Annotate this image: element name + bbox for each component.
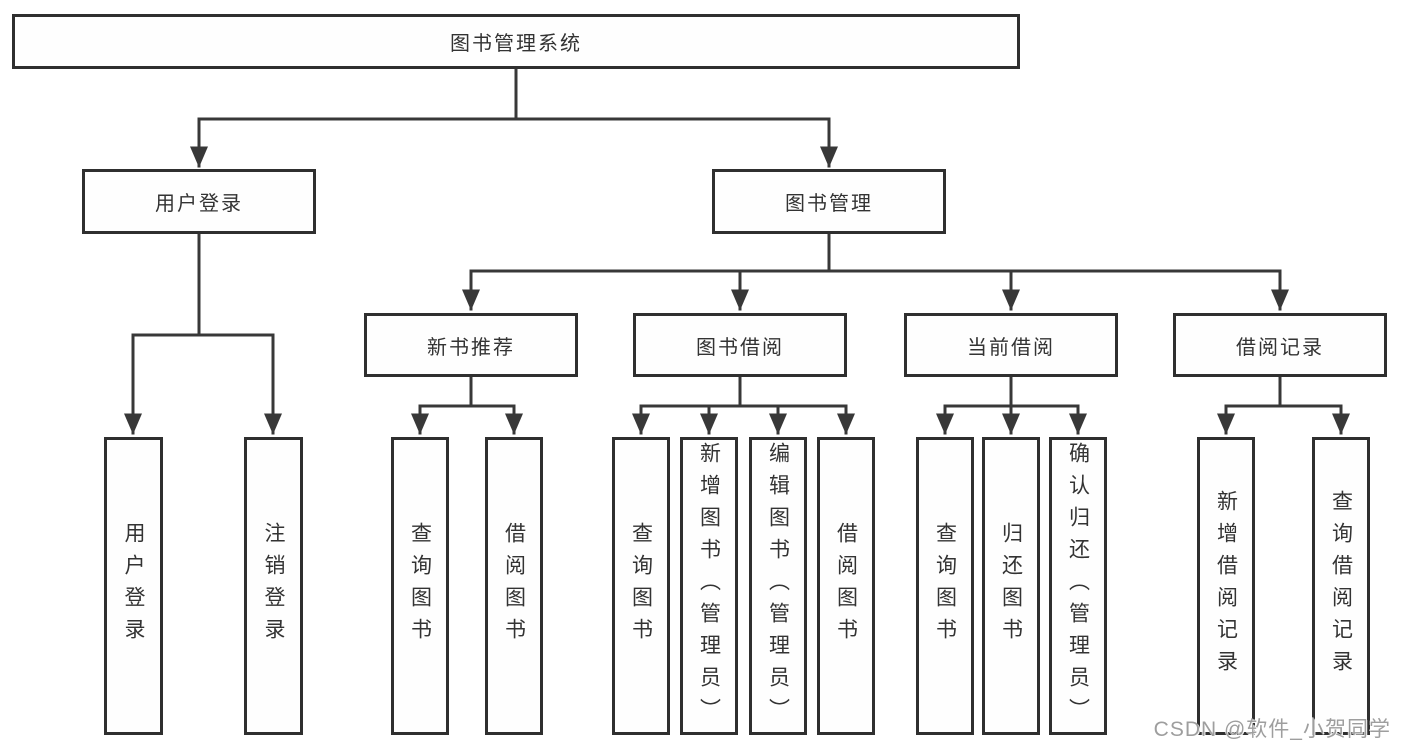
- node-label: 当前借阅: [967, 336, 1055, 359]
- node-label: 编辑图书（管理员）: [766, 442, 790, 730]
- node-label: 查询图书: [629, 522, 653, 650]
- node-borrowing-records: 借阅记录: [1173, 313, 1387, 377]
- leaf-borrow-borrow-books: 借阅图书: [817, 437, 875, 735]
- node-label: 借阅图书: [834, 522, 858, 650]
- node-library-management-system: 图书管理系统: [12, 14, 1020, 69]
- leaf-borrow-edit-books-admin: 编辑图书（管理员）: [749, 437, 807, 735]
- node-label: 用户登录: [155, 193, 243, 215]
- node-label: 图书管理: [785, 193, 873, 215]
- leaf-newbook-borrow-books: 借阅图书: [485, 437, 543, 735]
- node-label: 新书推荐: [427, 336, 515, 359]
- node-label: 注销登录: [262, 522, 285, 650]
- node-label: 用户登录: [122, 522, 145, 650]
- node-label: 新增图书（管理员）: [697, 442, 721, 730]
- node-new-book-recommendation: 新书推荐: [364, 313, 578, 377]
- node-label: 归还图书: [999, 522, 1023, 650]
- csdn-watermark: CSDN @软件_小贺同学: [1153, 718, 1391, 741]
- node-label: 查询借阅记录: [1329, 490, 1353, 682]
- node-label: 确认归还（管理员）: [1066, 442, 1090, 730]
- node-label: 图书管理系统: [450, 33, 582, 55]
- leaf-records-add-borrow-record: 新增借阅记录: [1197, 437, 1255, 735]
- node-label: 新增借阅记录: [1214, 490, 1238, 682]
- leaf-borrow-add-books-admin: 新增图书（管理员）: [680, 437, 738, 735]
- node-book-management: 图书管理: [712, 169, 946, 234]
- leaf-current-confirm-return-admin: 确认归还（管理员）: [1049, 437, 1107, 735]
- node-user-login: 用户登录: [82, 169, 316, 234]
- node-label: 图书借阅: [696, 336, 784, 359]
- leaf-user-login: 用户登录: [104, 437, 163, 735]
- leaf-logout: 注销登录: [244, 437, 303, 735]
- node-book-borrowing: 图书借阅: [633, 313, 847, 377]
- leaf-newbook-query-books: 查询图书: [391, 437, 449, 735]
- node-current-borrowing: 当前借阅: [904, 313, 1118, 377]
- node-label: 借阅图书: [502, 522, 526, 650]
- leaf-current-query-books: 查询图书: [916, 437, 974, 735]
- leaf-current-return-books: 归还图书: [982, 437, 1040, 735]
- leaf-borrow-query-books: 查询图书: [612, 437, 670, 735]
- node-label: 借阅记录: [1236, 336, 1324, 359]
- node-label: 查询图书: [933, 522, 957, 650]
- node-label: 查询图书: [408, 522, 432, 650]
- leaf-records-query-borrow-record: 查询借阅记录: [1312, 437, 1370, 735]
